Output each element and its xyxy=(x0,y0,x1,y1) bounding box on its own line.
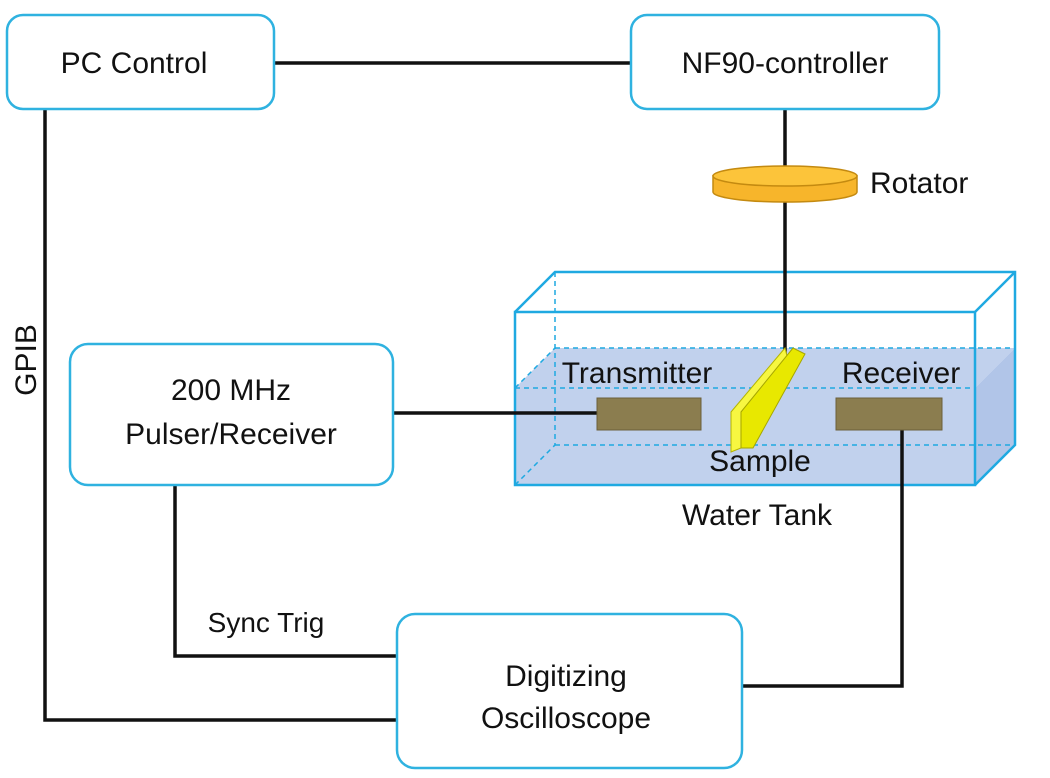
oscilloscope-label-line1: Digitizing xyxy=(505,660,627,693)
sample-label: Sample xyxy=(709,445,811,478)
rotator-label: Rotator xyxy=(870,167,968,200)
sample-plate xyxy=(730,346,806,453)
pulser-receiver-label-line2: Pulser/Receiver xyxy=(125,418,337,451)
rotator-top xyxy=(712,165,858,187)
oscilloscope-box xyxy=(395,612,744,770)
water-tank-label: Water Tank xyxy=(682,499,833,532)
pc-control-box xyxy=(5,13,276,111)
tank-right-top-edge xyxy=(974,271,1016,313)
tank-back-bottom-left-edge xyxy=(514,444,556,486)
pc-control-label: PC Control xyxy=(61,47,208,80)
sync-trig-label: Sync Trig xyxy=(208,607,325,638)
water-surface xyxy=(515,348,1015,388)
nf90-controller-box xyxy=(629,13,941,111)
pulser-receiver-box xyxy=(68,342,395,487)
transmitter-label: Transmitter xyxy=(562,357,713,390)
connections xyxy=(43,61,904,722)
water-side-face xyxy=(975,348,1015,485)
nf90-controller-label: NF90-controller xyxy=(682,47,889,80)
receiver-transducer xyxy=(835,397,943,431)
wire-sync-trig xyxy=(173,486,397,658)
tank-front-face-outline xyxy=(513,310,977,487)
oscilloscope-label-line2: Oscilloscope xyxy=(481,702,651,735)
receiver-label: Receiver xyxy=(842,357,960,390)
pulser-receiver-label-line1: 200 MHz xyxy=(171,374,291,407)
gpib-label: GPIB xyxy=(10,324,43,396)
wire-gpib xyxy=(43,110,397,722)
rotator xyxy=(712,165,858,203)
wire-receiver-to-oscilloscope xyxy=(742,427,904,688)
sample-face xyxy=(740,347,806,449)
transmitter-transducer xyxy=(596,397,702,431)
water-line-left xyxy=(514,347,556,389)
